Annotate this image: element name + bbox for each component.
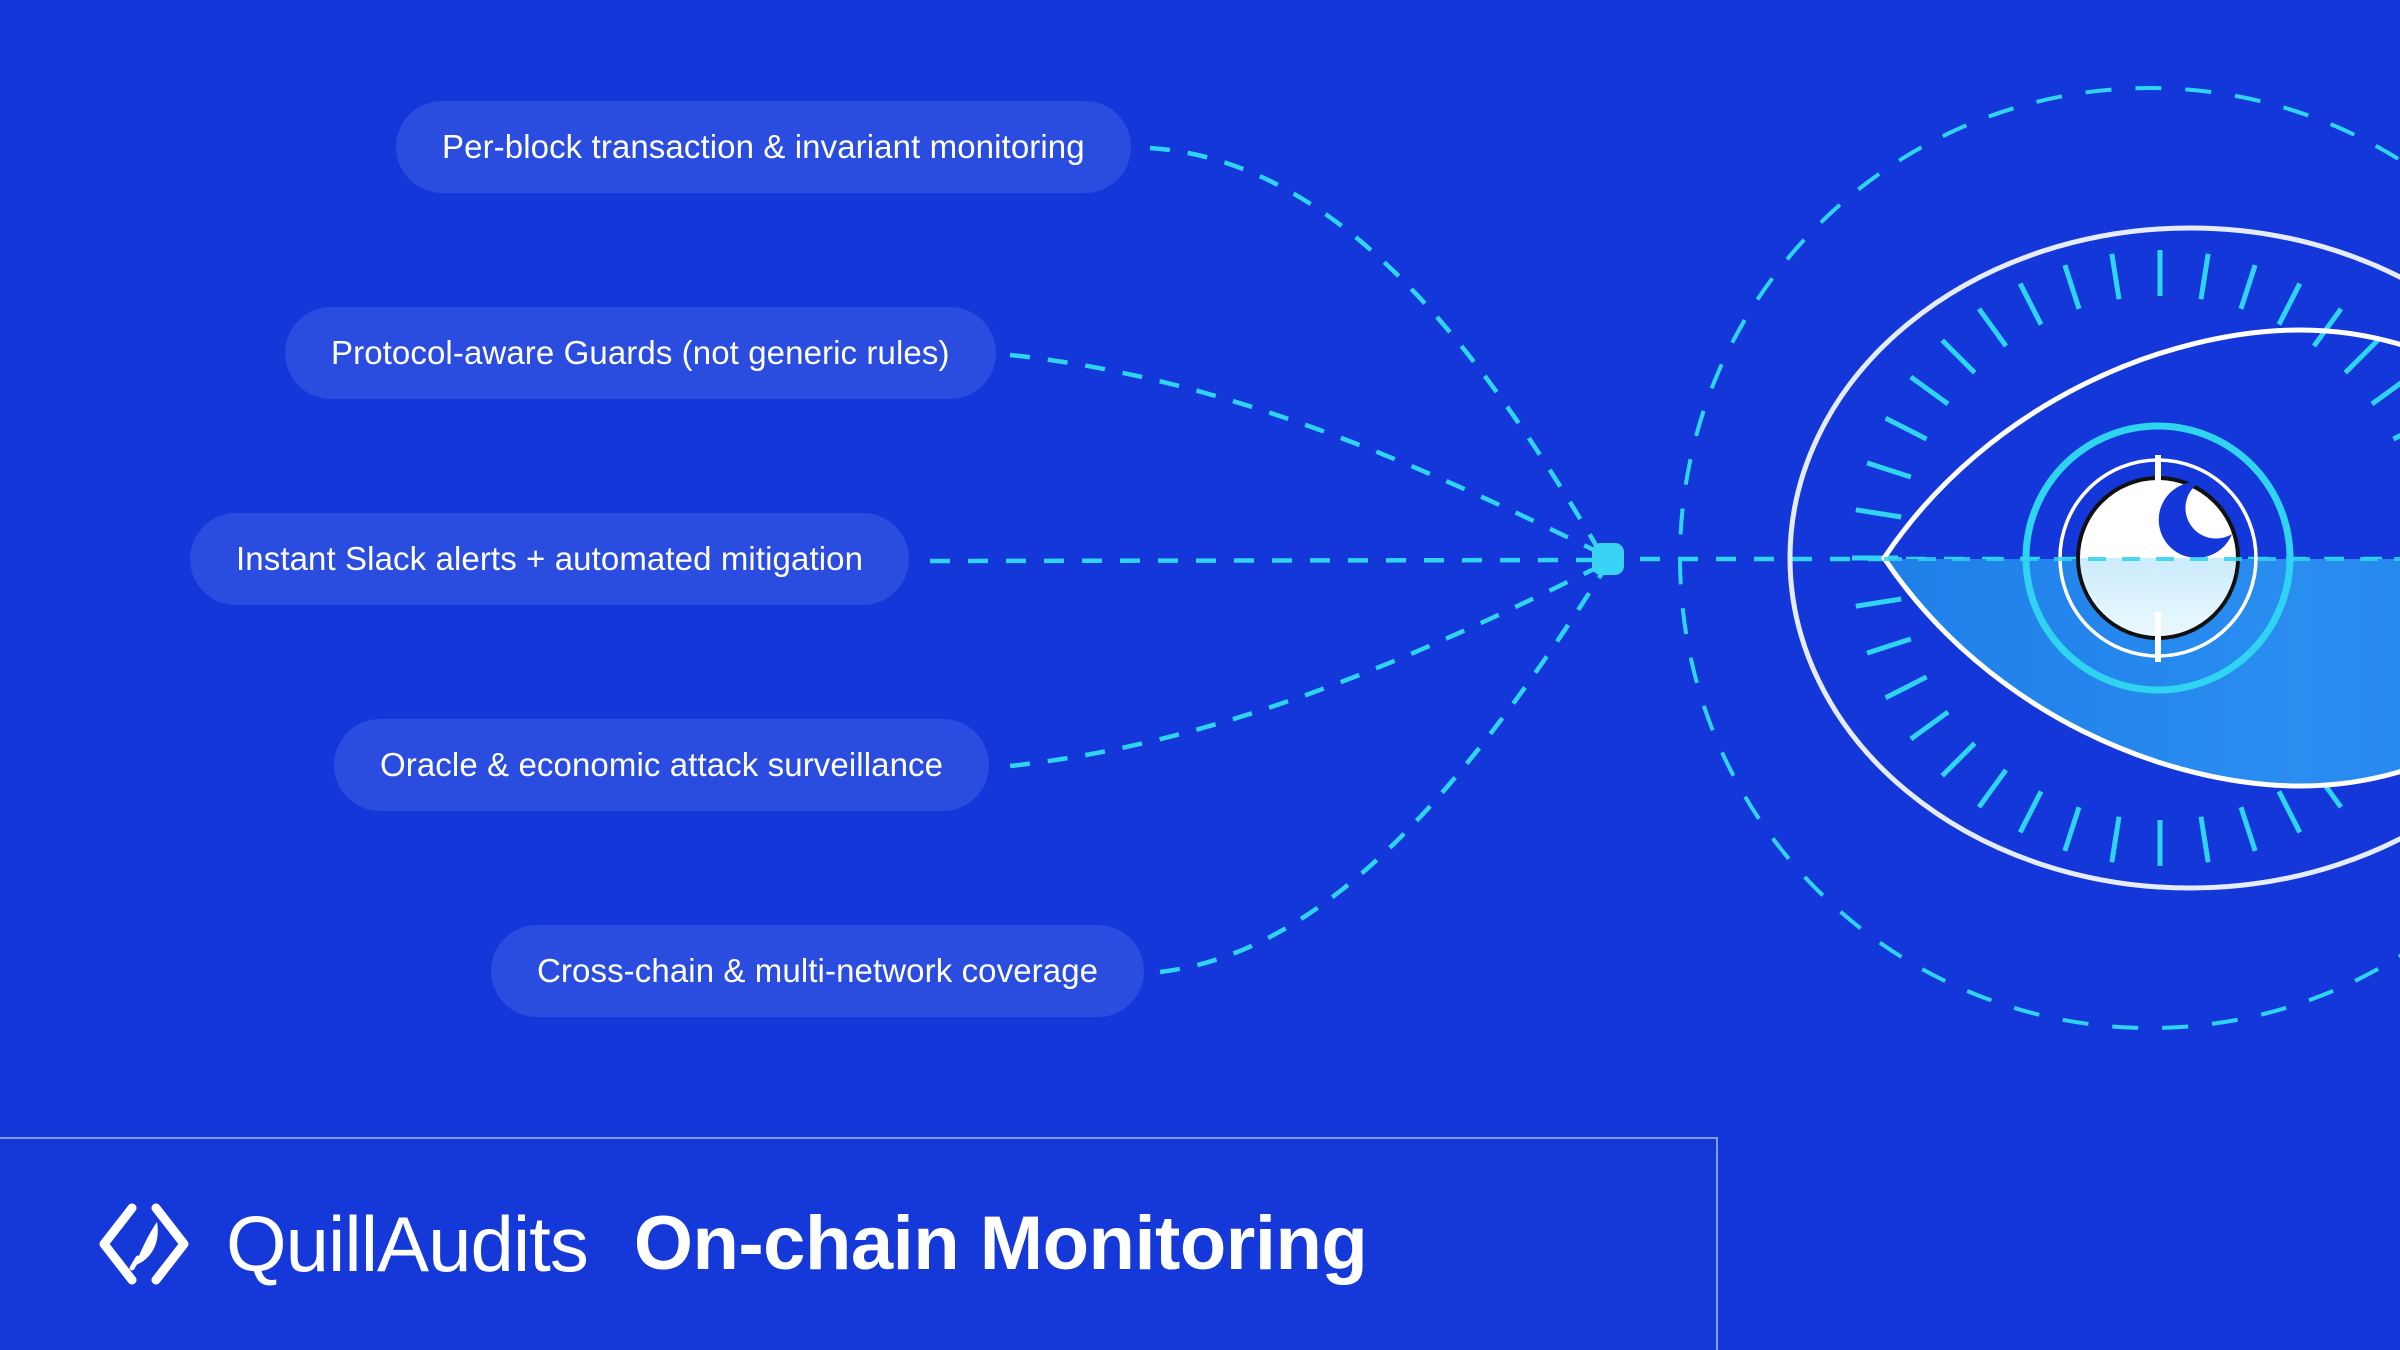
connector-line-4 [1009, 564, 1599, 769]
pupil-crescent-notch [2158, 481, 2232, 558]
iris-ring [2022, 422, 2294, 694]
feature-pill-protocol-aware-guards[interactable]: Protocol-aware Guards (not generic rules… [285, 307, 996, 399]
eye-lens-outline [1880, 327, 2400, 789]
connector-lines [929, 145, 1606, 975]
eye-lower-fill [1884, 559, 2400, 786]
connector-line-3 [929, 557, 1597, 564]
footer-title: On-chain Monitoring [633, 1201, 1368, 1286]
feature-pill-label: Instant Slack alerts + automated mitigat… [236, 540, 864, 577]
feature-pill-label: Protocol-aware Guards (not generic rules… [331, 334, 950, 371]
connector-line-1 [1149, 145, 1602, 554]
footer-panel [0, 1137, 1718, 1350]
radial-tick-marks [1852, 250, 2400, 866]
connector-line-5 [1159, 568, 1606, 975]
iris-inner-ring [2058, 458, 2258, 658]
feature-pill-instant-slack-alerts[interactable]: Instant Slack alerts + automated mitigat… [190, 513, 910, 605]
feature-pill-oracle-surveillance[interactable]: Oracle & economic attack surveillance [334, 719, 990, 811]
feature-pill-per-block-monitoring[interactable]: Per-block transaction & invariant monito… [396, 101, 1131, 193]
connector-line-2 [1009, 352, 1599, 555]
outer-ring [1787, 225, 2400, 891]
feature-pill-label: Cross-chain & multi-network coverage [537, 952, 1099, 989]
feature-pill-label: Oracle & economic attack surveillance [380, 746, 944, 783]
feature-pill-cross-chain-coverage[interactable]: Cross-chain & multi-network coverage [491, 925, 1145, 1017]
hub-node [1592, 543, 1624, 575]
brand-wordmark: QuillAudits [226, 1200, 589, 1288]
feature-pill-label: Per-block transaction & invariant monito… [442, 128, 1085, 165]
outer-dashed-circle [1678, 86, 2400, 1030]
pupil [2076, 475, 2240, 641]
code-quill-icon [99, 1203, 189, 1285]
footer-content: QuillAudits On-chain Monitoring [88, 1185, 1368, 1303]
